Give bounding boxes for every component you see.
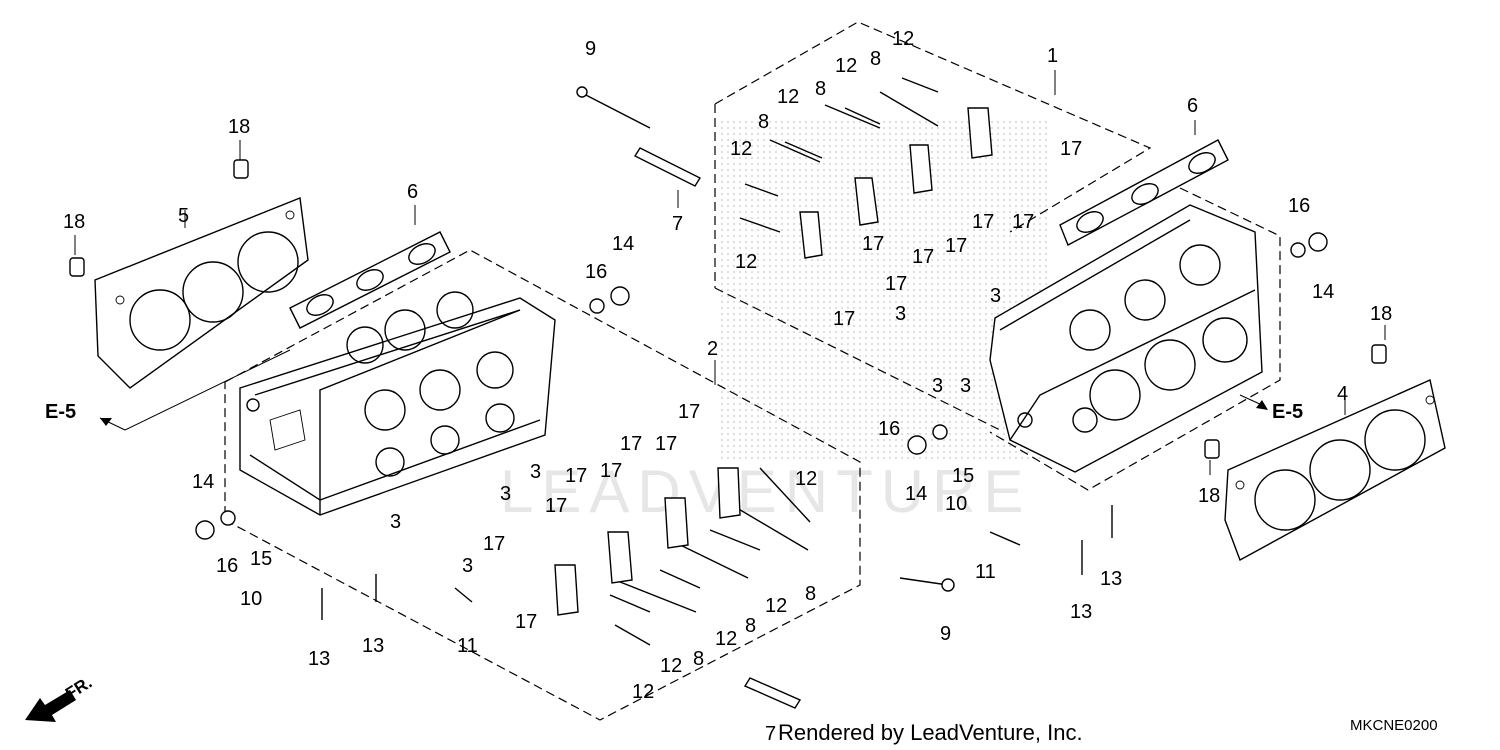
callout-17: 17 — [483, 533, 505, 555]
callout-18: 18 — [1198, 485, 1220, 507]
callout-8: 8 — [815, 78, 826, 100]
callout-16: 16 — [585, 261, 607, 283]
exhaust-gasket-left — [289, 231, 451, 329]
callout-12: 12 — [777, 86, 799, 108]
bolts — [321, 77, 1113, 646]
callout-9: 9 — [940, 623, 951, 645]
callout-13: 13 — [308, 648, 330, 670]
callout-10: 10 — [240, 588, 262, 610]
callout-14: 14 — [192, 471, 214, 493]
left-cylinder-head — [239, 291, 556, 516]
callout-17: 17 — [600, 460, 622, 482]
callout-12: 12 — [892, 28, 914, 50]
callout-18: 18 — [63, 211, 85, 233]
callout-17: 17 — [833, 308, 855, 330]
callout-17: 17 — [655, 433, 677, 455]
callout-9: 9 — [585, 38, 596, 60]
callout-6: 6 — [1187, 95, 1198, 117]
callout-3: 3 — [932, 375, 943, 397]
callout-16: 16 — [216, 555, 238, 577]
callout-13: 13 — [1070, 601, 1092, 623]
leader-lines — [74, 70, 1386, 475]
callout-12: 12 — [660, 655, 682, 677]
group-outlines — [224, 21, 1281, 721]
spark-plugs — [633, 147, 802, 709]
callout-3: 3 — [990, 285, 1001, 307]
ref-right-group: E-5 — [1239, 394, 1303, 423]
right-cylinder-head — [989, 204, 1263, 473]
callout-11: 11 — [457, 635, 478, 657]
callout-17: 17 — [862, 233, 884, 255]
callout-12: 12 — [765, 595, 787, 617]
callout-12: 12 — [632, 681, 654, 703]
callout-8: 8 — [870, 48, 881, 70]
callout-17: 17 — [945, 235, 967, 257]
callout-3: 3 — [462, 555, 473, 577]
callout-17: 17 — [972, 211, 994, 233]
callout-17: 17 — [885, 273, 907, 295]
callout-3: 3 — [500, 483, 511, 505]
callout-17: 17 — [620, 433, 642, 455]
callout-13: 13 — [362, 635, 384, 657]
callout-15: 15 — [952, 465, 974, 487]
callout-13: 13 — [1100, 568, 1122, 590]
callout-12: 12 — [715, 628, 737, 650]
callout-3: 3 — [960, 375, 971, 397]
callout-17: 17 — [545, 495, 567, 517]
callout-16: 16 — [1288, 195, 1310, 217]
callout-8: 8 — [758, 111, 769, 133]
callout-7: 7 — [765, 723, 776, 745]
callout-10: 10 — [945, 493, 967, 515]
front-marker: FR. — [25, 673, 95, 722]
callout-2: 2 — [707, 338, 718, 360]
callout-17: 17 — [678, 401, 700, 423]
callout-12: 12 — [835, 55, 857, 77]
callout-17: 17 — [565, 465, 587, 487]
callout-8: 8 — [693, 648, 704, 670]
callout-8: 8 — [805, 583, 816, 605]
callout-17: 17 — [1012, 211, 1034, 233]
callout-12: 12 — [795, 468, 817, 490]
head-gasket-left — [94, 197, 309, 389]
watermark: LEADVENTURE — [500, 120, 1050, 525]
callout-3: 3 — [390, 511, 401, 533]
callout-17: 17 — [912, 246, 934, 268]
exhaust-gasket-right — [1059, 139, 1229, 246]
ref-right: E-5 — [1272, 401, 1303, 423]
callout-6: 6 — [407, 181, 418, 203]
credit-text: Rendered by LeadVenture, Inc. — [778, 720, 1083, 745]
callout-3: 3 — [895, 303, 906, 325]
cam-caps — [554, 107, 993, 616]
callout-17: 17 — [1060, 138, 1082, 160]
callout-8: 8 — [745, 615, 756, 637]
callout-15: 15 — [250, 548, 272, 570]
callout-18: 18 — [228, 116, 250, 138]
diagram-code: MKCNE0200 — [1350, 717, 1438, 734]
ref-left: E-5 — [45, 401, 76, 423]
callout-11: 11 — [975, 561, 996, 583]
callout-5: 5 — [178, 205, 189, 227]
callout-12: 12 — [735, 251, 757, 273]
callout-labels: 1 2 3 3 3 3 3 3 3 3 4 5 6 6 7 7 8 8 8 8 … — [63, 28, 1392, 745]
callout-1: 1 — [1047, 45, 1058, 67]
small-parts — [69, 159, 1387, 540]
callout-14: 14 — [1312, 281, 1334, 303]
callout-3: 3 — [530, 461, 541, 483]
callout-4: 4 — [1337, 383, 1348, 405]
callout-16: 16 — [878, 418, 900, 440]
callout-12: 12 — [730, 138, 752, 160]
head-gasket-right — [1224, 379, 1446, 562]
ref-left-group: E-5 — [45, 349, 291, 431]
callout-18: 18 — [1370, 303, 1392, 325]
callout-14: 14 — [612, 233, 634, 255]
callout-7: 7 — [672, 213, 683, 235]
callout-14: 14 — [905, 483, 927, 505]
callout-17: 17 — [515, 611, 537, 633]
